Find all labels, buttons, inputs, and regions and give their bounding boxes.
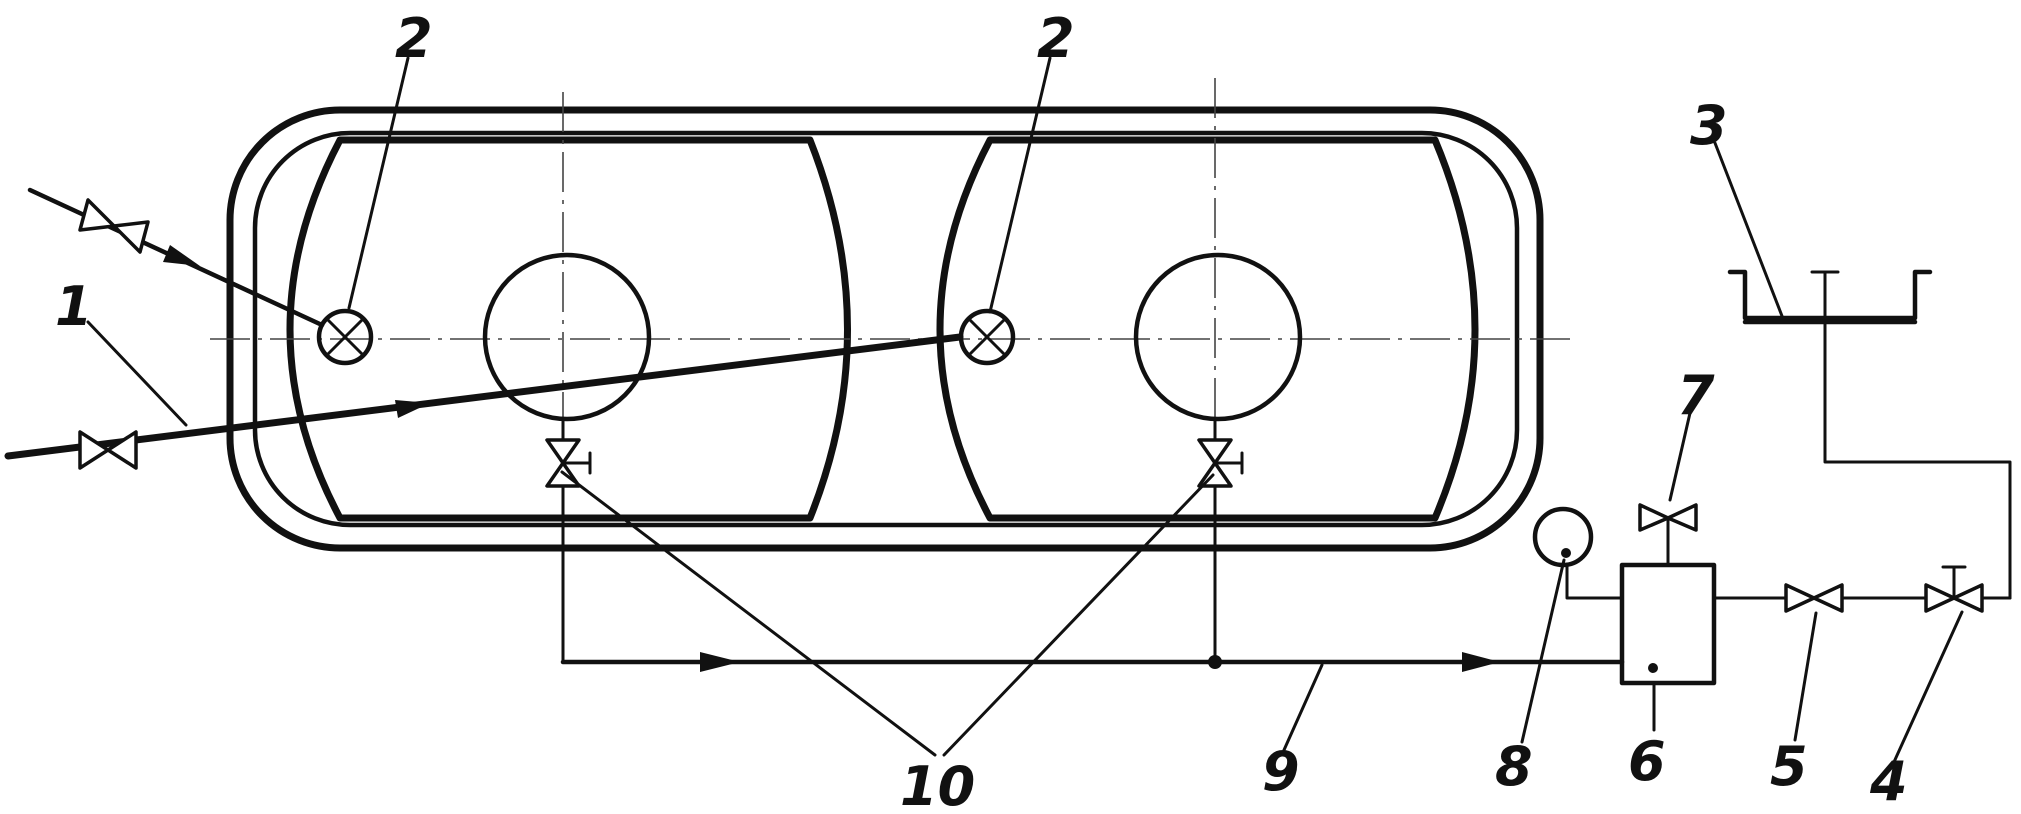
label-1: 1 [55, 275, 93, 338]
label-2a: 2 [395, 7, 433, 70]
leader-1 [86, 320, 188, 427]
supply-line-1-valve [78, 430, 138, 470]
inner-casing [252, 130, 1520, 528]
gauge-8-point [1561, 548, 1571, 558]
right-drain-valve [1197, 438, 1244, 488]
leader-10a [560, 470, 937, 757]
label-9: 9 [1262, 740, 1300, 803]
collector-arrow-right [1462, 652, 1500, 672]
leader-8 [1520, 558, 1566, 744]
tank-6-point [1648, 663, 1658, 673]
label-4: 4 [1869, 750, 1908, 813]
left-nozzle-symbol [316, 308, 374, 366]
leader-5 [1793, 611, 1818, 742]
leader-3 [1713, 141, 1784, 318]
right-large-circle [1133, 252, 1303, 422]
label-10: 10 [900, 755, 975, 814]
right-chamber [936, 136, 1479, 522]
vent-valve-7 [1638, 503, 1698, 532]
left-large-circle [482, 252, 652, 422]
label-2b: 2 [1037, 7, 1075, 70]
label-6: 6 [1628, 730, 1666, 793]
gauge-8-line [1565, 563, 1624, 600]
leader-2a [347, 56, 410, 310]
valve-4 [1924, 565, 1984, 613]
leader-4 [1892, 610, 1964, 764]
supply-line-1-arrow [395, 400, 430, 418]
leader-2b [988, 56, 1052, 314]
right-nozzle-symbol [958, 308, 1016, 366]
leader-9 [1282, 663, 1324, 752]
upper-supply-arrow [163, 245, 200, 266]
supply-line-1 [4, 333, 964, 460]
tray-3 [1727, 269, 1933, 325]
label-3: 3 [1690, 94, 1728, 157]
upper-supply-valve [78, 198, 150, 254]
tank-6 [1619, 562, 1717, 686]
leader-7 [1668, 411, 1692, 502]
left-drain-valve [545, 438, 592, 488]
collector-junction [1208, 655, 1222, 669]
label-8: 8 [1495, 735, 1533, 798]
outer-casing [226, 106, 1544, 552]
label-5: 5 [1770, 735, 1808, 798]
leader-10b [942, 473, 1215, 757]
valve-5 [1784, 583, 1844, 613]
collector-arrow-left [700, 652, 740, 672]
left-chamber [286, 136, 851, 522]
label-7: 7 [1677, 364, 1715, 427]
riser-line [1823, 318, 2012, 600]
